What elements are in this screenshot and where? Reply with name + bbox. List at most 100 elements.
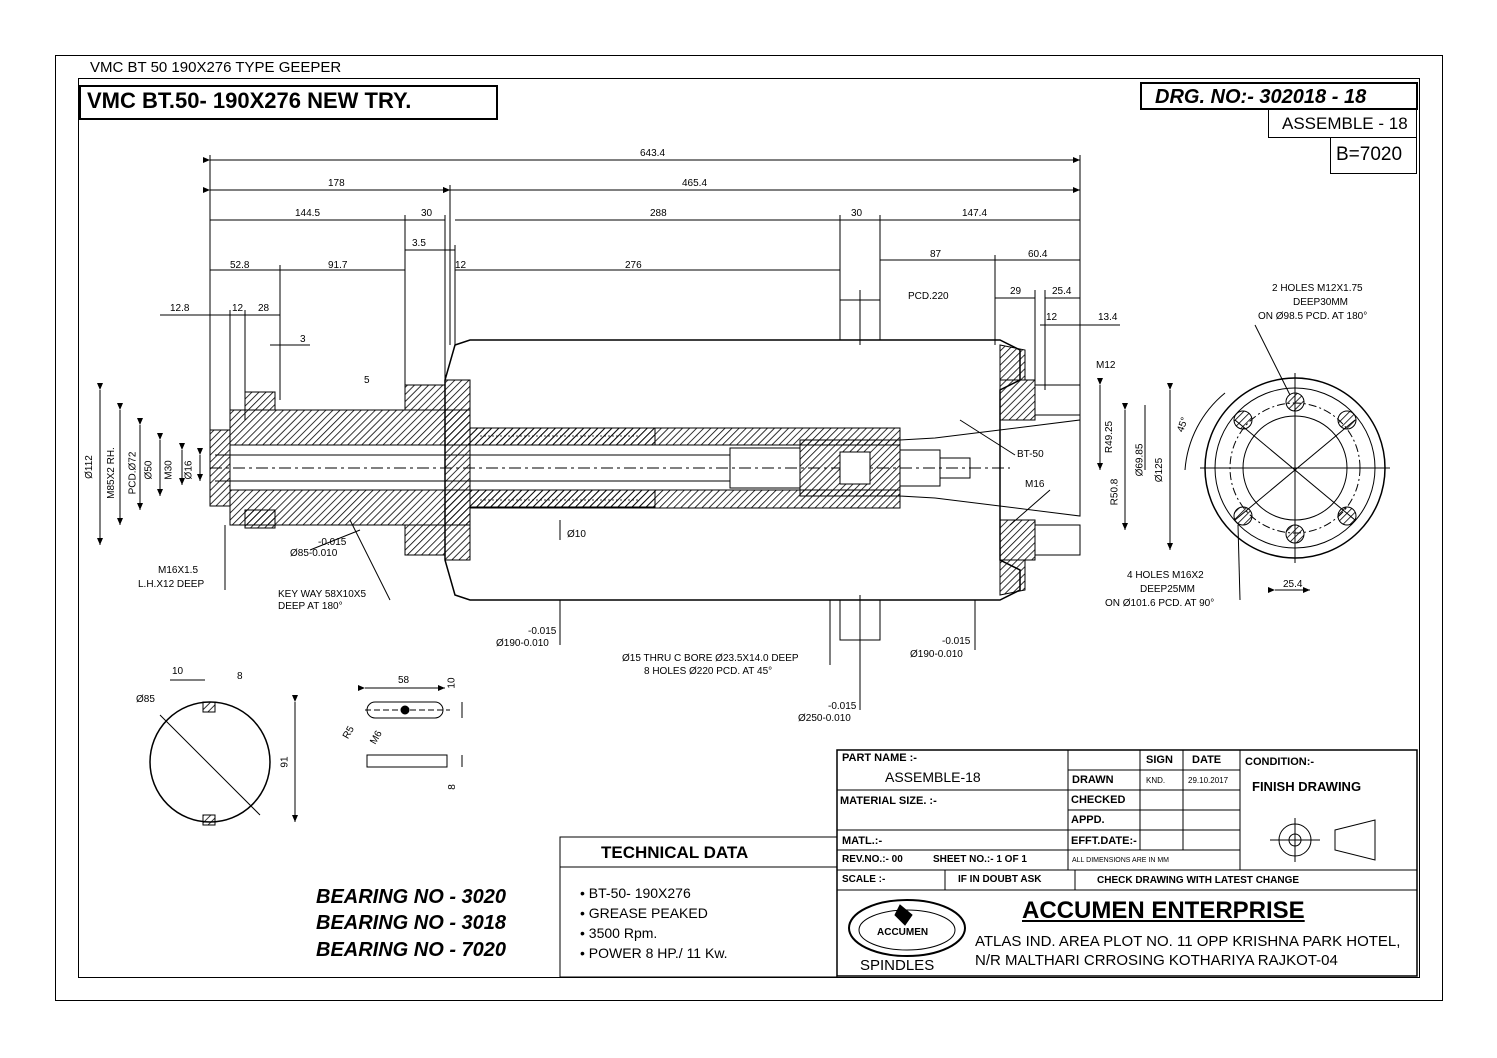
dim-12b: 12 (232, 303, 244, 314)
dim-kk8: 8 (446, 784, 458, 790)
tech-item-2-text: GREASE PEAKED (588, 905, 708, 921)
dim-917: 91.7 (328, 260, 348, 271)
dim-r508: R50.8 (1109, 478, 1121, 506)
dim-holes2b: DEEP30MM (1293, 297, 1349, 308)
rev-label: REV.NO.:- 00 (842, 854, 903, 865)
dim-604: 60.4 (1028, 249, 1048, 260)
condition: FINISH DRAWING (1252, 779, 1362, 794)
b-value: B=7020 (1336, 144, 1403, 165)
company-address-2: N/R MALTHARI CRROSING KOTHARIYA RAJKOT-0… (975, 952, 1338, 969)
dim-tol1b: Ø85-0.010 (290, 548, 338, 559)
dim-87: 87 (930, 249, 942, 260)
dim-tol3a: -0.015 (942, 636, 971, 647)
dim-d6985: Ø69.85 (1134, 443, 1146, 477)
dim-35: 3.5 (412, 238, 426, 249)
dim-tol2b: Ø190-0.010 (496, 638, 549, 649)
dim-d125: Ø125 (1154, 457, 1166, 483)
dim-12a: 12 (455, 260, 467, 271)
dim-bt50: BT-50 (1017, 449, 1044, 460)
dim-m85: M85X2 RH. (105, 447, 117, 499)
dim-holes4b: DEEP25MM (1140, 584, 1196, 595)
dim-134: 13.4 (1098, 312, 1118, 323)
dim-k85: Ø85 (136, 694, 155, 705)
main-title: VMC BT.50- 190X276 NEW TRY. (87, 88, 412, 113)
sign-label: SIGN (1146, 754, 1173, 766)
dim-254a: 25.4 (1052, 286, 1072, 297)
dim-k91: 91 (279, 756, 291, 768)
dim-tol4b: Ø250-0.010 (798, 713, 851, 724)
part-name: ASSEMBLE-18 (885, 769, 981, 785)
check-label: CHECK DRAWING WITH LATEST CHANGE (1097, 875, 1300, 886)
drawn-date: 29.10.2017 (1188, 776, 1229, 785)
drawn-by: KND. (1146, 776, 1166, 785)
technical-title: TECHNICAL DATA (601, 843, 749, 862)
dim-lh: L.H.X12 DEEP (138, 579, 205, 590)
dim-tol3b: Ø190-0.010 (910, 649, 963, 660)
part-name-label: PART NAME :- (842, 752, 917, 764)
dim-d16: Ø16 (183, 460, 195, 480)
dim-holes4c: ON Ø101.6 PCD. AT 90° (1105, 598, 1215, 609)
dim-254b: 25.4 (1283, 579, 1303, 590)
dim-178: 178 (328, 178, 345, 189)
dim-m30: M30 (163, 460, 175, 480)
drg-no: DRG. NO:- 302018 - 18 (1155, 86, 1367, 108)
dim-643: 643.4 (640, 148, 666, 159)
dim-keyway2: DEEP AT 180° (278, 601, 343, 612)
sheet-label: SHEET NO.:- 1 OF 1 (933, 854, 1027, 865)
doubt-label: IF IN DOUBT ASK (958, 874, 1042, 885)
dim-30b: 30 (851, 208, 863, 219)
dim-k10: 10 (172, 666, 184, 677)
assemble-label: ASSEMBLE - 18 (1282, 114, 1408, 133)
dim-288: 288 (650, 208, 667, 219)
main-title-box (79, 85, 498, 120)
dim-465: 465.4 (682, 178, 708, 189)
dim-d112: Ø112 (83, 455, 95, 479)
tech-item-4: • POWER 8 HP./ 11 Kw. (580, 945, 728, 961)
assemble-box (1268, 110, 1417, 138)
dim-kk58: 58 (398, 675, 410, 686)
dim-128: 12.8 (170, 303, 190, 314)
scale-label: SCALE :- (842, 874, 886, 885)
drg-no-box (1140, 82, 1418, 110)
bearing-1: BEARING NO - 3020 (316, 886, 507, 908)
dim-pcd72: PCD.Ø72 (127, 451, 139, 495)
tech-item-1-text: BT-50- 190X276 (588, 885, 691, 901)
bearing-2: BEARING NO - 3018 (316, 912, 507, 934)
dim-276: 276 (625, 260, 642, 271)
bearing-3: BEARING NO - 7020 (316, 939, 507, 961)
dim-tol4a: -0.015 (828, 701, 857, 712)
dim-d50: Ø50 (143, 460, 155, 480)
dim-29: 29 (1010, 286, 1022, 297)
dim-kk10: 10 (446, 677, 458, 689)
dim-tol2a: -0.015 (528, 626, 557, 637)
b-value-box (1330, 138, 1417, 174)
material-label: MATERIAL SIZE. :- (840, 795, 937, 807)
dim-5: 5 (364, 375, 370, 386)
dim-bore1: Ø15 THRU C BORE Ø23.5X14.0 DEEP (622, 653, 799, 664)
dim-r4925: R49.25 (1104, 420, 1116, 454)
company-address-1: ATLAS IND. AREA PLOT NO. 11 OPP KRISHNA … (975, 933, 1401, 950)
company-name: ACCUMEN ENTERPRISE (1022, 897, 1305, 924)
drawn-label: DRAWN (1072, 774, 1114, 786)
dim-pcd220: PCD.220 (908, 291, 949, 302)
efft-label: EFFT.DATE:- (1071, 835, 1137, 847)
tech-item-3-text: 3500 Rpm. (588, 925, 658, 941)
appd-label: APPD. (1071, 814, 1105, 826)
outer-frame (55, 55, 1443, 1001)
dim-147: 147.4 (962, 208, 988, 219)
dim-d10: Ø10 (567, 529, 586, 540)
dim-m12: M12 (1096, 360, 1116, 371)
dim-tol1a: -0.015 (318, 537, 347, 548)
condition-label: CONDITION:- (1245, 756, 1315, 768)
tech-item-4-text: POWER 8 HP./ 11 Kw. (588, 945, 728, 961)
dim-28: 28 (258, 303, 270, 314)
dim-m16: M16 (1025, 479, 1045, 490)
dim-k8: 8 (237, 671, 243, 682)
dim-528: 52.8 (230, 260, 250, 271)
dim-144: 144.5 (295, 208, 321, 219)
dim-holes2a: 2 HOLES M12X1.75 (1272, 283, 1363, 294)
tech-item-1: • BT-50- 190X276 (580, 885, 691, 901)
all-dims: ALL DIMENSIONS ARE IN MM (1072, 857, 1169, 864)
dim-bore2: 8 HOLES Ø220 PCD. AT 45° (644, 666, 773, 677)
